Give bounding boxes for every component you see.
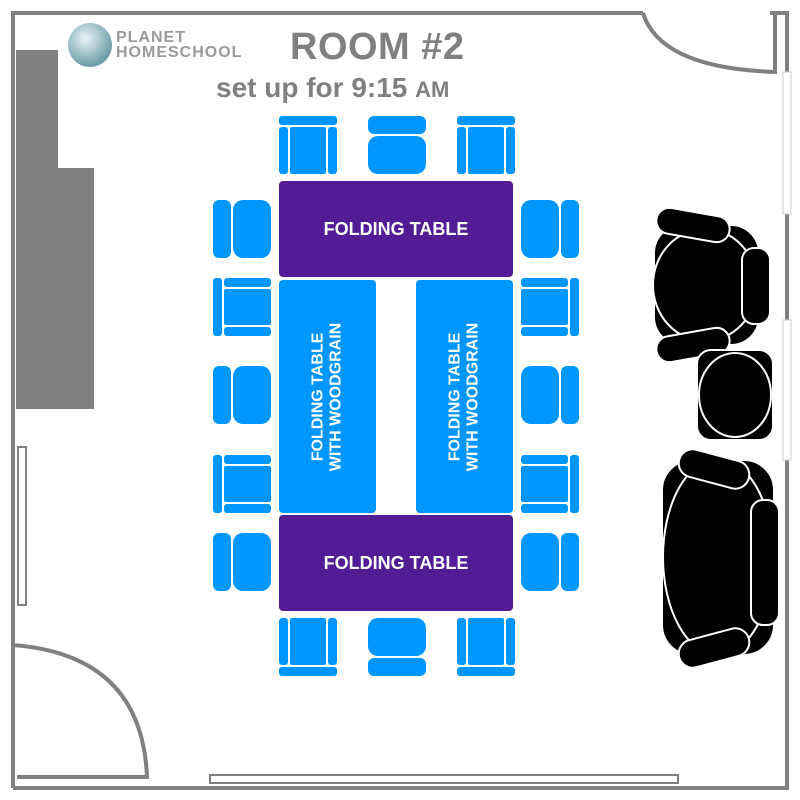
right-window-2 <box>782 319 792 461</box>
side-chair-seat[interactable] <box>368 618 426 676</box>
side-chair-seat[interactable] <box>368 116 426 174</box>
logo-globe <box>68 23 112 67</box>
chairs <box>213 116 579 676</box>
side-chair-seat[interactable] <box>213 200 271 258</box>
armchair-lower[interactable] <box>661 446 780 671</box>
lounge-furniture <box>652 206 780 671</box>
armchair-seat[interactable] <box>521 455 579 513</box>
armchair-seat[interactable] <box>521 278 579 336</box>
counter-upper <box>16 50 58 170</box>
tables <box>279 181 513 611</box>
woodgrain-table-left <box>279 280 376 513</box>
folding-table-bottom <box>279 515 513 611</box>
armchair-seat[interactable] <box>279 618 337 676</box>
side-chair-seat[interactable] <box>213 533 271 591</box>
side-chair-seat[interactable] <box>521 200 579 258</box>
top-right-door <box>641 12 777 75</box>
right-window-1 <box>782 71 792 215</box>
side-chair-seat[interactable] <box>521 366 579 424</box>
bottom-left-door <box>12 643 150 779</box>
label-line-1: FOLDING TABLE <box>309 332 327 462</box>
ottoman[interactable] <box>696 349 774 441</box>
label-line-2: WITH WOODGRAIN <box>327 322 345 472</box>
armchair-seat[interactable] <box>457 116 515 174</box>
armchair-seat[interactable] <box>457 618 515 676</box>
bottom-window <box>209 774 679 784</box>
page-title: ROOM #2 <box>290 26 465 68</box>
subtitle-suffix: AM <box>415 77 450 102</box>
built-in-counters <box>16 50 94 409</box>
label-line-1: FOLDING TABLE <box>446 332 464 462</box>
side-chair-seat[interactable] <box>213 366 271 424</box>
side-chair-seat[interactable] <box>521 533 579 591</box>
globe-icon <box>68 23 112 67</box>
label-line-2: WITH WOODGRAIN <box>464 322 482 472</box>
armchair-upper[interactable] <box>652 206 771 364</box>
armchair-seat[interactable] <box>279 116 337 174</box>
left-window <box>17 446 27 606</box>
armchair-seat[interactable] <box>213 455 271 513</box>
top-wall <box>11 11 643 788</box>
woodgrain-table-right <box>416 280 513 513</box>
logo-line-2: HOMESCHOOL <box>116 44 243 61</box>
folding-table-top-label: FOLDING TABLE <box>323 219 469 239</box>
subtitle-text: set up for 9:15 <box>216 72 408 103</box>
folding-table-top <box>279 181 513 277</box>
logo-line-1: PLANET <box>116 29 186 46</box>
counter-lower <box>16 168 94 409</box>
folding-table-bottom-label: FOLDING TABLE <box>323 553 469 573</box>
armchair-seat[interactable] <box>213 278 271 336</box>
page-subtitle: set up for 9:15 AM <box>216 72 449 104</box>
windows <box>17 71 792 784</box>
